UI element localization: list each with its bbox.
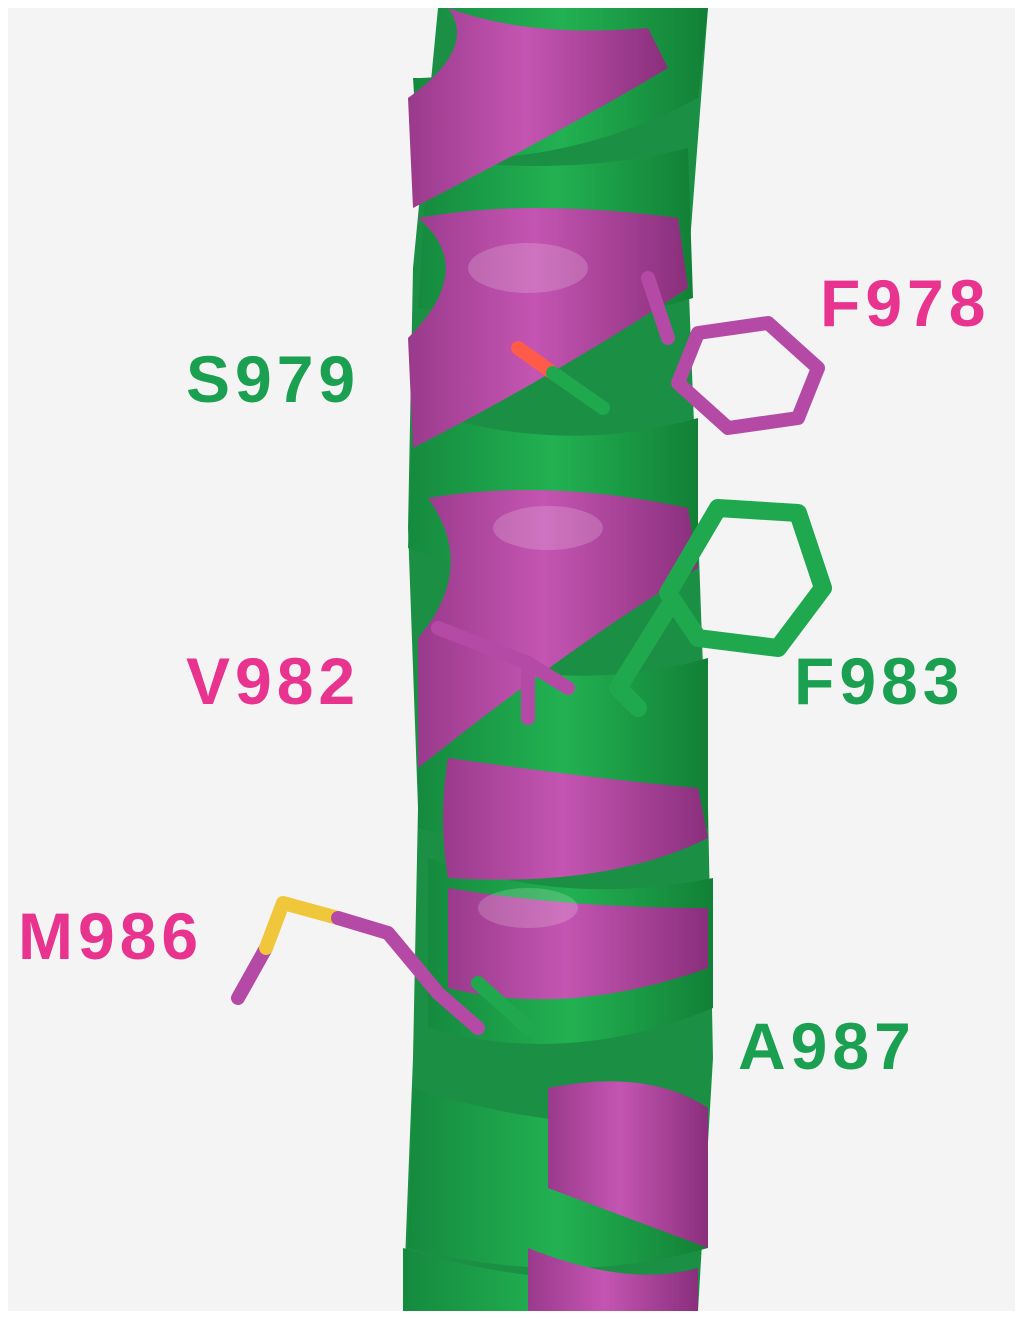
label-m986: M986 <box>18 903 203 969</box>
label-s979: S979 <box>186 346 360 412</box>
label-f978: F978 <box>820 270 990 336</box>
label-f983: F983 <box>794 648 964 714</box>
label-a987: A987 <box>738 1013 916 1079</box>
figure-canvas: F978 S979 V982 F983 M986 A987 <box>8 8 1015 1311</box>
label-v982: V982 <box>186 648 360 714</box>
